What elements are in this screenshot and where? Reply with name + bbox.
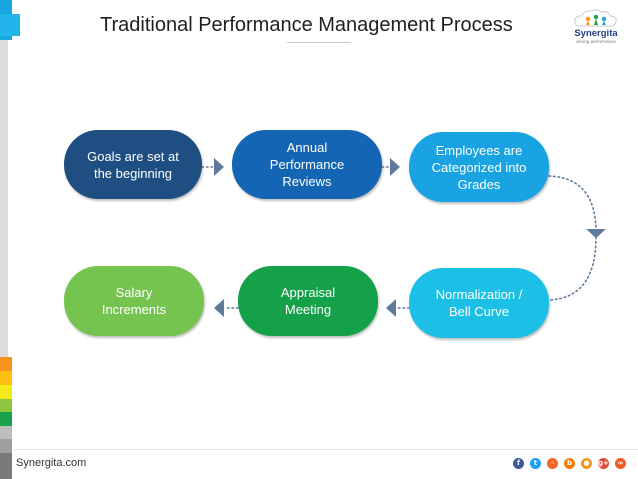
title-underline (287, 42, 351, 43)
strip-grey-bar (0, 40, 8, 357)
logo-name: Synergita (574, 28, 618, 39)
arrow-right-icon (214, 158, 224, 176)
arrow-down-icon (586, 229, 606, 238)
step-salary-line-1: Salary (115, 285, 153, 300)
logo-tagline: driving performance (576, 39, 616, 44)
step-employees-line-1: Employees are (435, 142, 523, 158)
footer-divider (14, 449, 638, 450)
logo-cloud-icon (574, 9, 617, 27)
step-salary-increments: Salary Increments (64, 266, 204, 336)
step-annual-reviews: Annual Performance Reviews (232, 130, 382, 199)
page-title: Traditional Performance Management Proce… (100, 14, 513, 36)
strip-seg-lemon (0, 385, 12, 399)
strip-seg-orange (0, 357, 12, 371)
share-icon[interactable]: ● (581, 458, 592, 469)
step-appraisal-meeting: Appraisal Meeting (238, 266, 378, 336)
step-goals-line-2: the beginning (93, 165, 173, 181)
connector-employees-normal-bottom (548, 236, 597, 301)
left-accent-strip (0, 0, 20, 479)
strip-seg-lightgrey (0, 426, 12, 439)
step-annual-line-3: Reviews (282, 174, 332, 189)
strip-seg-green (0, 412, 12, 426)
footer-site-link[interactable]: Synergita.com (16, 457, 87, 469)
step-appraisal-line-1: Appraisal (280, 285, 336, 300)
strip-seg-yellow (0, 371, 12, 385)
step-normalization: Normalization / Bell Curve (409, 268, 549, 338)
slideshare-icon[interactable]: ∞ (615, 458, 626, 469)
connector-employees-normal-top (548, 175, 597, 233)
strip-seg-grey (0, 439, 12, 453)
rss-icon[interactable]: ◦ (547, 458, 558, 469)
arrow-right-icon (390, 158, 400, 176)
step-goals-line-1: Goals are set at (87, 148, 179, 164)
step-salary-line-2: Increments (101, 302, 167, 317)
facebook-icon[interactable]: f (513, 458, 524, 469)
strip-seg-darkgrey (0, 453, 12, 479)
step-annual-line-1: Annual (286, 140, 328, 155)
step-employees-line-3: Grades (457, 176, 501, 192)
step-normal-line-1: Normalization / (435, 287, 523, 302)
step-goals-set: Goals are set at the beginning (64, 130, 202, 199)
strip-seg-lime (0, 399, 12, 412)
step-appraisal-line-2: Meeting (284, 302, 332, 317)
twitter-icon[interactable]: t (530, 458, 541, 469)
google-plus-icon[interactable]: g+ (598, 458, 609, 469)
arrow-left-icon (214, 299, 224, 317)
synergita-logo: Synergita driving performance (566, 6, 626, 50)
step-annual-line-2: Performance (269, 157, 345, 172)
step-employees-categorized: Employees are Categorized into Grades (409, 132, 549, 202)
blog-icon[interactable]: b (564, 458, 575, 469)
step-employees-line-2: Categorized into (431, 159, 527, 175)
arrow-left-icon (386, 299, 396, 317)
strip-top-tab (0, 14, 20, 36)
step-normal-line-2: Bell Curve (449, 304, 509, 319)
